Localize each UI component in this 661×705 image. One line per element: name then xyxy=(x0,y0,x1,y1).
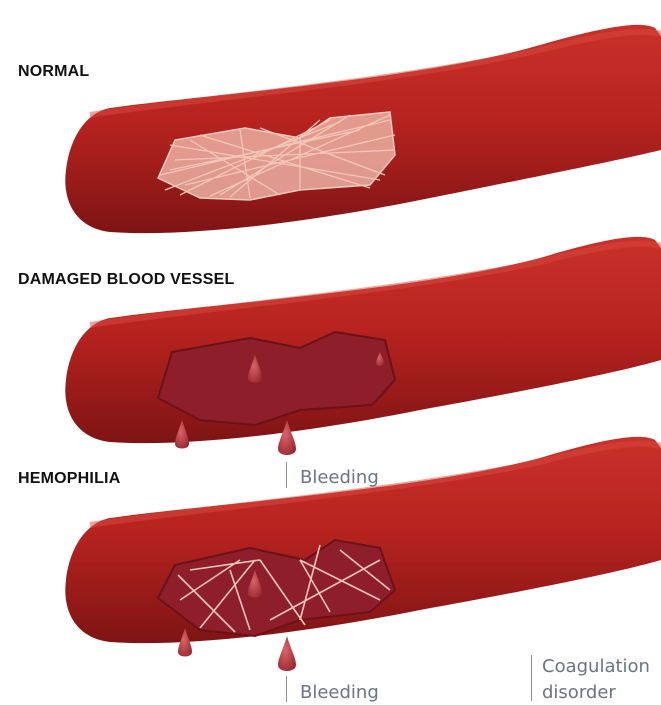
callout-line-coagulation xyxy=(531,655,532,701)
callout-line-bleeding-1 xyxy=(286,462,287,488)
label-coagulation-line1: Coagulation xyxy=(542,656,650,677)
label-coagulation-line2: disorder xyxy=(542,682,616,703)
label-bleeding-damaged: Bleeding xyxy=(300,467,379,488)
callout-line-bleeding-2 xyxy=(286,676,287,702)
label-bleeding-hemophilia: Bleeding xyxy=(300,682,379,703)
